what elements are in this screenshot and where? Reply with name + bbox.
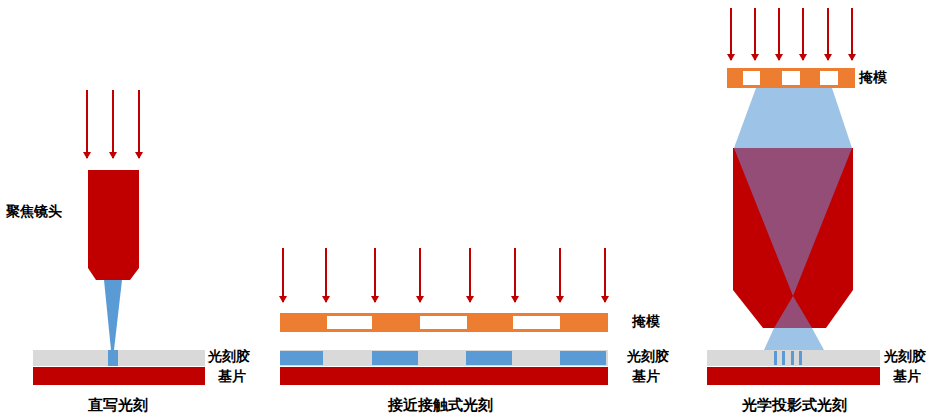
photoresist-label: 光刻胶: [884, 349, 926, 364]
photoresist-label: 光刻胶: [208, 349, 250, 364]
mask-window: [327, 316, 372, 329]
mask-label: 掩模: [859, 70, 887, 85]
lens-label: 聚焦镜头: [6, 204, 62, 219]
substrate: [707, 367, 880, 385]
direct-write: [87, 90, 139, 158]
mask-window: [420, 316, 467, 329]
focus-lens: [88, 170, 139, 280]
mask-label: 掩模: [632, 314, 660, 329]
exposed-spot: [108, 350, 118, 366]
exposed-area: [372, 351, 418, 365]
photoresist-label: 光刻胶: [627, 349, 669, 364]
projection-arrows: [731, 8, 852, 60]
light-beam: [734, 88, 852, 148]
mask: [280, 313, 608, 332]
substrate: [33, 367, 205, 385]
substrate-label: 基片: [893, 369, 921, 384]
mask-window: [820, 71, 838, 85]
exposed-line: [782, 351, 785, 365]
projection-lens: [733, 148, 853, 328]
exposed-line: [791, 351, 794, 365]
photoresist: [33, 350, 205, 366]
substrate: [280, 367, 608, 385]
exposed-line: [774, 351, 777, 365]
light-cone: [104, 280, 122, 350]
light-beam: [764, 328, 824, 350]
photoresist: [280, 350, 608, 366]
photoresist: [707, 350, 880, 366]
diverging-beam: [774, 296, 812, 328]
exposed-area: [466, 351, 512, 365]
exposed-area: [280, 351, 323, 365]
contact-arrows: [283, 248, 605, 302]
mask: [727, 68, 855, 88]
mask-window: [782, 71, 800, 85]
exposed-line: [799, 351, 802, 365]
mask-window: [513, 316, 560, 329]
caption: 直写光刻: [88, 397, 148, 414]
mask-window: [743, 71, 760, 85]
substrate-label: 基片: [632, 369, 660, 384]
substrate-label: 基片: [218, 369, 246, 384]
caption: 接近接触式光刻: [388, 397, 493, 414]
exposed-area: [560, 351, 606, 365]
caption: 光学投影式光刻: [742, 397, 847, 414]
converging-beam: [734, 148, 852, 296]
